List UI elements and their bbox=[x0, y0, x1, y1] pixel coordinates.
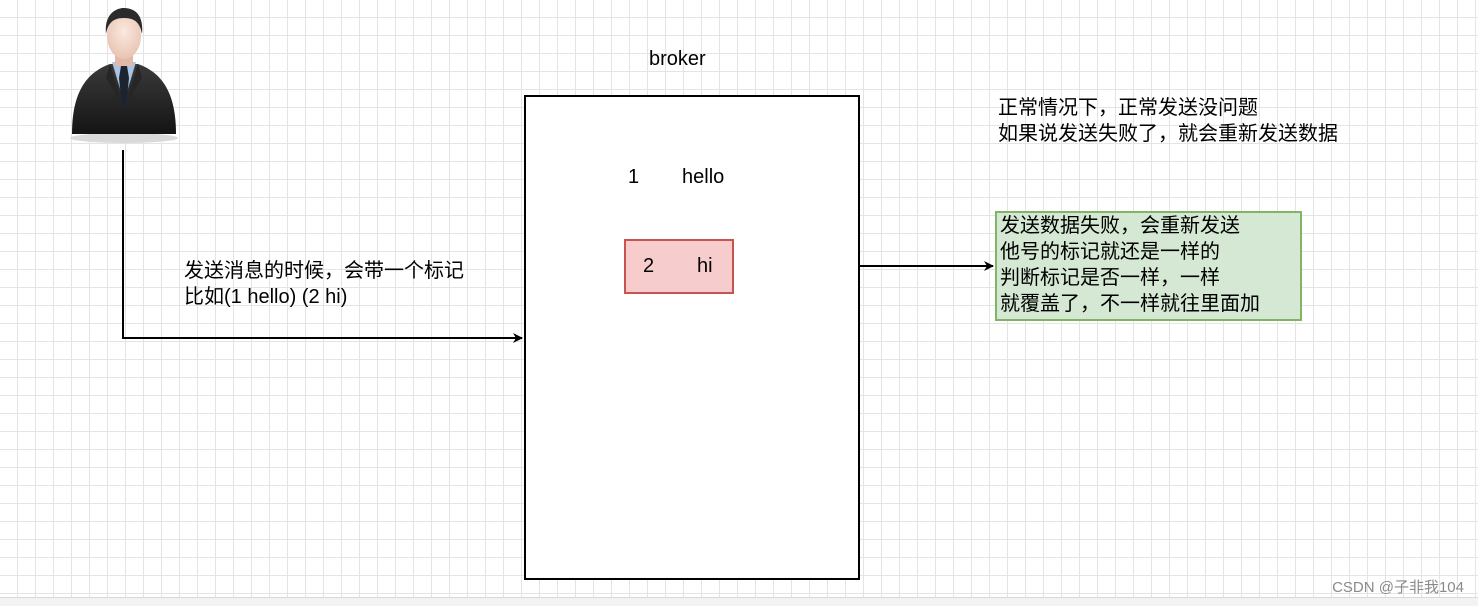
resend-note: 发送数据失败，会重新发送 他号的标记就还是一样的 判断标记是否一样，一样 就覆盖… bbox=[995, 211, 1302, 321]
message-2-text: hi bbox=[697, 255, 713, 277]
resend-note-line: 发送数据失败，会重新发送 bbox=[1000, 215, 1240, 237]
message-2-highlight: 2 hi bbox=[624, 239, 734, 294]
message-2-id: 2 bbox=[643, 255, 655, 277]
message-1-text: hello bbox=[682, 166, 725, 188]
broker-title: broker bbox=[649, 48, 706, 70]
message-1-id: 1 bbox=[628, 166, 640, 188]
message-1: 1 hello bbox=[628, 164, 724, 190]
broker-box bbox=[524, 95, 860, 580]
send-note-line: 发送消息的时候，会带一个标记 bbox=[184, 260, 464, 282]
normal-note-line: 正常情况下，正常发送没问题 bbox=[998, 97, 1258, 119]
resend-note-line: 判断标记是否一样，一样 bbox=[1000, 267, 1220, 289]
resend-note-line: 他号的标记就还是一样的 bbox=[1000, 241, 1220, 263]
normal-note: 正常情况下，正常发送没问题 如果说发送失败了，就会重新发送数据 bbox=[998, 95, 1338, 147]
watermark: CSDN @子非我104 bbox=[1332, 579, 1464, 596]
send-note-line: 比如(1 hello) (2 hi) bbox=[184, 286, 348, 308]
send-note: 发送消息的时候，会带一个标记 比如(1 hello) (2 hi) bbox=[184, 258, 464, 310]
bottom-strip bbox=[0, 597, 1478, 606]
businessman-icon bbox=[70, 8, 178, 143]
resend-note-line: 就覆盖了，不一样就往里面加 bbox=[1000, 293, 1260, 315]
normal-note-line: 如果说发送失败了，就会重新发送数据 bbox=[998, 123, 1338, 145]
send-arrow bbox=[122, 150, 523, 343]
